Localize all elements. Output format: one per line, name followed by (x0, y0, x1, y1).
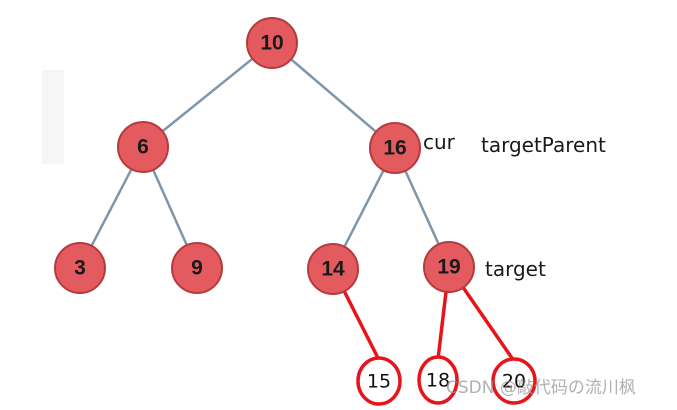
nodes-layer: 10 6 16 3 9 14 19 15 18 20 (54, 17, 537, 406)
node-20: 20 (491, 357, 537, 405)
edge-10-6 (142, 42, 273, 148)
node-18: 18 (417, 355, 459, 405)
node-16-label: 16 (383, 137, 406, 160)
node-19: 19 (423, 241, 475, 293)
watermark: CSDN @敲代码の流川枫 (446, 378, 636, 398)
node-9: 9 (171, 242, 223, 294)
node-14-label: 14 (321, 258, 345, 281)
node-20-shape (491, 357, 537, 405)
edges-layer (78, 42, 516, 363)
node-6: 6 (117, 121, 169, 173)
node-3: 3 (54, 242, 106, 294)
node-9-label: 9 (191, 257, 203, 280)
edge-10-16 (271, 42, 396, 149)
node-14: 14 (307, 243, 359, 295)
side-strip (42, 70, 64, 164)
node-18-label: 18 (426, 370, 450, 392)
node-15-shape (356, 356, 402, 406)
node-9-shape (171, 242, 223, 294)
node-10-label: 10 (260, 32, 283, 55)
node-15-label: 15 (367, 371, 391, 393)
target-parent-label: targetParent (481, 133, 606, 157)
node-18-shape (417, 355, 459, 405)
node-6-label: 6 (137, 136, 149, 159)
node-16: 16 (369, 122, 421, 174)
node-14-shape (307, 243, 359, 295)
node-16-shape (369, 122, 421, 174)
node-10: 10 (246, 17, 298, 69)
node-6-shape (117, 121, 169, 173)
node-15: 15 (356, 356, 402, 406)
node-10-shape (246, 17, 298, 69)
node-19-label: 19 (437, 256, 460, 279)
node-3-label: 3 (74, 257, 86, 280)
node-19-shape (423, 241, 475, 293)
target-label: target (485, 257, 546, 281)
cur-label: cur (423, 130, 455, 154)
node-20-label: 20 (502, 371, 526, 393)
node-3-shape (54, 242, 106, 294)
